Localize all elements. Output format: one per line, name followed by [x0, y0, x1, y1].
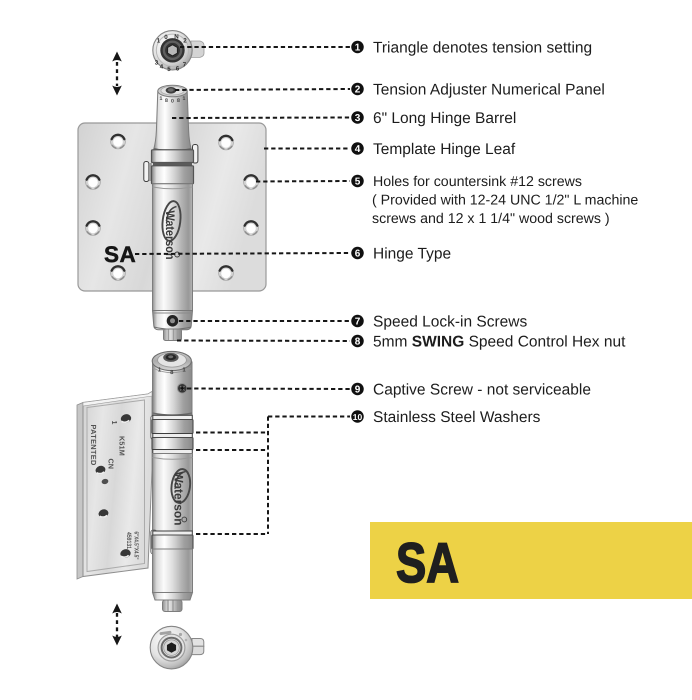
- svg-text:9: 9: [355, 385, 361, 396]
- svg-text:1: 1: [183, 96, 186, 102]
- svg-text:8: 8: [170, 369, 174, 376]
- svg-text:0: 0: [171, 98, 174, 104]
- svg-text:6: 6: [176, 65, 180, 72]
- svg-text:8: 8: [177, 98, 180, 104]
- svg-text:1: 1: [157, 38, 161, 45]
- svg-text:Tension Adjuster Numerical Pan: Tension Adjuster Numerical Panel: [373, 82, 605, 99]
- svg-text:Waterson: Waterson: [163, 211, 177, 260]
- svg-text:1: 1: [355, 43, 361, 54]
- svg-text:4: 4: [355, 144, 361, 155]
- svg-text:Triangle denotes tension setti: Triangle denotes tension setting: [373, 40, 592, 57]
- svg-text:6: 6: [355, 249, 361, 260]
- svg-text:1: 1: [158, 367, 162, 374]
- svg-text:2: 2: [183, 38, 187, 45]
- svg-text:( Provided with 12-24 UNC 1/2": ( Provided with 12-24 UNC 1/2" L machine: [372, 193, 638, 209]
- svg-text:Template Hinge Leaf: Template Hinge Leaf: [373, 141, 516, 158]
- svg-text:4: 4: [160, 64, 164, 71]
- svg-text:1: 1: [182, 367, 186, 374]
- svg-text:5: 5: [167, 66, 171, 73]
- svg-text:2: 2: [355, 85, 361, 96]
- svg-text:1: 1: [110, 421, 119, 425]
- svg-text:1: 1: [160, 96, 163, 102]
- svg-text:6" Long Hinge Barrel: 6" Long Hinge Barrel: [373, 110, 516, 127]
- svg-text:Speed Lock-in Screws: Speed Lock-in Screws: [373, 314, 527, 331]
- svg-text:PATENTED: PATENTED: [89, 425, 98, 466]
- svg-text:K51M: K51M: [118, 436, 127, 456]
- svg-text:Stainless Steel Washers: Stainless Steel Washers: [373, 409, 541, 426]
- svg-text:SA: SA: [104, 242, 136, 267]
- svg-text:SA: SA: [396, 531, 459, 594]
- svg-text:7: 7: [355, 317, 361, 328]
- svg-text:8: 8: [355, 337, 361, 348]
- svg-text:6"X4.5"X4.5": 6"X4.5"X4.5": [133, 532, 140, 560]
- svg-text:8: 8: [165, 98, 168, 104]
- svg-text:N: N: [174, 34, 179, 41]
- svg-text:459131: 459131: [125, 532, 132, 549]
- svg-text:CN: CN: [107, 459, 116, 469]
- svg-text:Waterson: Waterson: [172, 472, 186, 526]
- svg-text:5mm SWING Speed Control Hex nu: 5mm SWING Speed Control Hex nut: [373, 334, 626, 351]
- svg-text:screws and 12 x 1 1/4" wood sc: screws and 12 x 1 1/4" wood screws ): [372, 211, 610, 227]
- svg-text:5: 5: [355, 177, 361, 188]
- svg-text:0: 0: [164, 34, 168, 41]
- svg-text:10: 10: [353, 412, 363, 422]
- svg-text:Holes for countersink #12 scre: Holes for countersink #12 screws: [373, 174, 582, 190]
- svg-text:Captive Screw - not serviceabl: Captive Screw - not serviceable: [373, 382, 591, 399]
- svg-text:7: 7: [183, 62, 187, 69]
- svg-text:3: 3: [155, 60, 159, 67]
- svg-text:Hinge Type: Hinge Type: [373, 246, 451, 263]
- svg-text:3: 3: [355, 113, 361, 124]
